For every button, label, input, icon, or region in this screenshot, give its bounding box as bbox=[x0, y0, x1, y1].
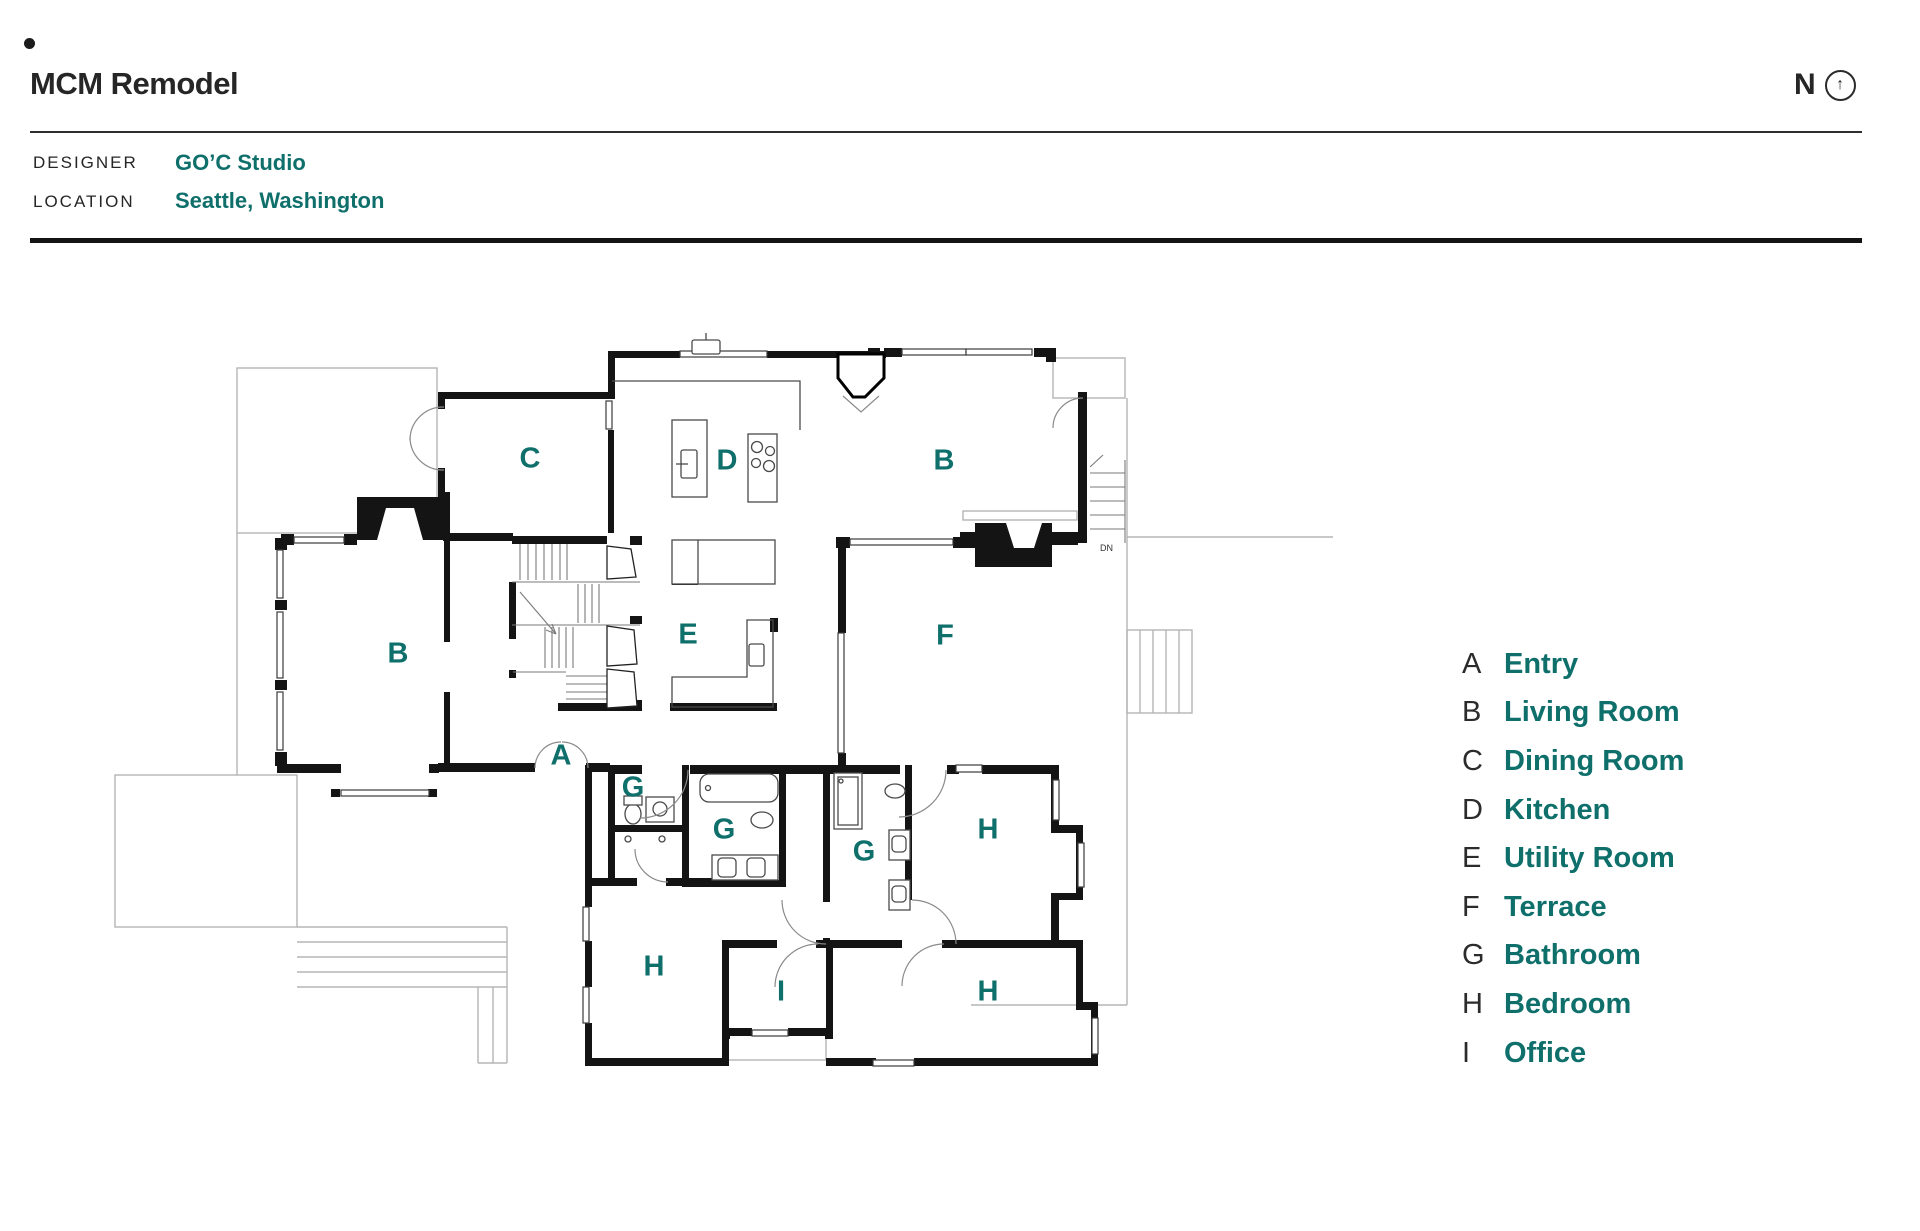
legend-letter: D bbox=[1462, 793, 1483, 826]
room-label-B: B bbox=[388, 638, 409, 670]
legend-name: Bathroom bbox=[1504, 939, 1641, 972]
legend-item-A: A Entry bbox=[1462, 640, 1684, 689]
room-label-G: G bbox=[853, 836, 876, 868]
fireplaces bbox=[357, 497, 1052, 567]
legend-item-C: C Dining Room bbox=[1462, 737, 1684, 786]
stairs-dn-label: DN bbox=[1100, 543, 1113, 553]
legend-letter: B bbox=[1462, 696, 1482, 729]
legend-item-H: H Bedroom bbox=[1462, 980, 1684, 1029]
door-leaves bbox=[606, 352, 886, 709]
legend-name: Utility Room bbox=[1504, 842, 1675, 875]
room-label-H: H bbox=[978, 814, 999, 846]
room-label-C: C bbox=[520, 443, 541, 475]
header-rule bbox=[30, 238, 1862, 243]
bullet-dot-icon bbox=[24, 38, 35, 49]
legend-name: Dining Room bbox=[1504, 744, 1685, 777]
room-label-D: D bbox=[717, 445, 738, 477]
legend-name: Office bbox=[1504, 1036, 1587, 1069]
legend-item-I: I Office bbox=[1462, 1029, 1684, 1078]
room-label-H: H bbox=[644, 951, 665, 983]
north-arrow-icon: ↑ bbox=[1824, 69, 1856, 101]
legend-name: Entry bbox=[1504, 647, 1579, 680]
room-label-A: A bbox=[551, 740, 572, 772]
legend-letter: C bbox=[1462, 744, 1483, 777]
legend-name: Terrace bbox=[1504, 890, 1607, 923]
legend-item-G: G Bathroom bbox=[1462, 932, 1684, 981]
legend-letter: F bbox=[1462, 890, 1480, 923]
legend-item-B: B Living Room bbox=[1462, 689, 1684, 738]
room-label-G: G bbox=[622, 772, 645, 804]
north-label: N bbox=[1794, 68, 1816, 101]
legend-item-D: D Kitchen bbox=[1462, 786, 1684, 835]
designer-label: DESIGNER bbox=[33, 153, 138, 172]
legend-name: Bedroom bbox=[1504, 987, 1632, 1020]
location-label: LOCATION bbox=[33, 192, 135, 211]
north-indicator: N ↑ bbox=[1794, 68, 1856, 102]
legend-letter: I bbox=[1462, 1036, 1471, 1069]
designer-value: GO’C Studio bbox=[175, 150, 306, 175]
legend-letter: H bbox=[1462, 987, 1483, 1020]
legend-item-F: F Terrace bbox=[1462, 883, 1684, 932]
legend-letter: E bbox=[1462, 842, 1482, 875]
header-divider bbox=[30, 131, 1862, 133]
room-label-I: I bbox=[777, 976, 785, 1008]
legend-name: Living Room bbox=[1504, 696, 1680, 729]
room-labels: C D B B E F A G G G H H I H bbox=[388, 443, 999, 1008]
legend-letter: A bbox=[1462, 647, 1482, 680]
room-label-F: F bbox=[936, 620, 954, 652]
windows bbox=[276, 348, 1099, 1067]
room-label-E: E bbox=[678, 619, 697, 651]
location-value: Seattle, Washington bbox=[175, 188, 385, 213]
kitchen-fixtures bbox=[612, 333, 801, 708]
stairs bbox=[512, 454, 1126, 700]
room-label-G: G bbox=[713, 814, 736, 846]
deck-outlines bbox=[114, 357, 1333, 1064]
legend-letter: G bbox=[1462, 939, 1485, 972]
legend-item-E: E Utility Room bbox=[1462, 834, 1684, 883]
room-label-H: H bbox=[978, 976, 999, 1008]
page-title: MCM Remodel bbox=[30, 66, 239, 101]
legend-name: Kitchen bbox=[1504, 793, 1611, 826]
room-label-B: B bbox=[934, 445, 955, 477]
door-arcs bbox=[409, 395, 1084, 988]
bathroom-fixtures bbox=[623, 772, 911, 911]
